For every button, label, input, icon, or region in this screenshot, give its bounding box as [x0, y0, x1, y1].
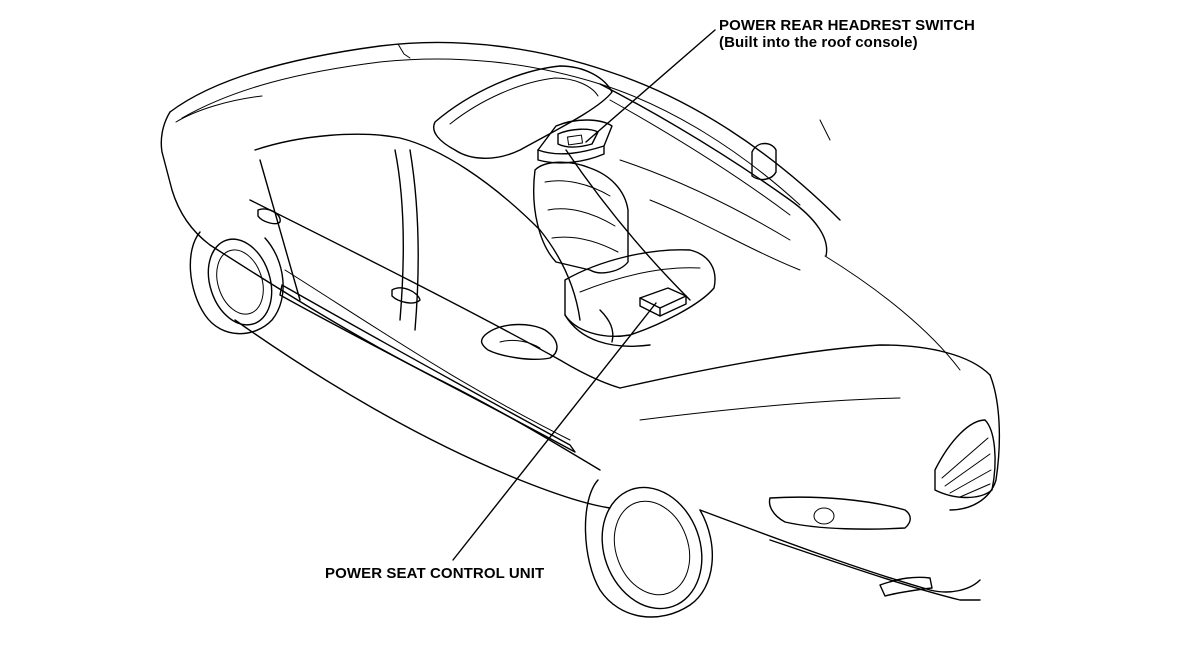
headrest-switch-label: POWER REAR HEADREST SWITCH (Built into t… [719, 17, 975, 51]
roof-console-icon [537, 119, 613, 164]
seat-control-unit-label: POWER SEAT CONTROL UNIT [325, 565, 545, 582]
car-body-outline [160, 41, 1001, 618]
headrest-switch-label-line2: (Built into the roof console) [719, 34, 918, 51]
power-seat-control-unit-icon [639, 287, 687, 317]
headrest-switch-label-line1: POWER REAR HEADREST SWITCH [719, 17, 975, 34]
seat-control-leader [452, 302, 657, 561]
headrest-switch-leader [585, 29, 716, 143]
leader-lines [452, 29, 716, 561]
driver-seat [533, 161, 716, 347]
